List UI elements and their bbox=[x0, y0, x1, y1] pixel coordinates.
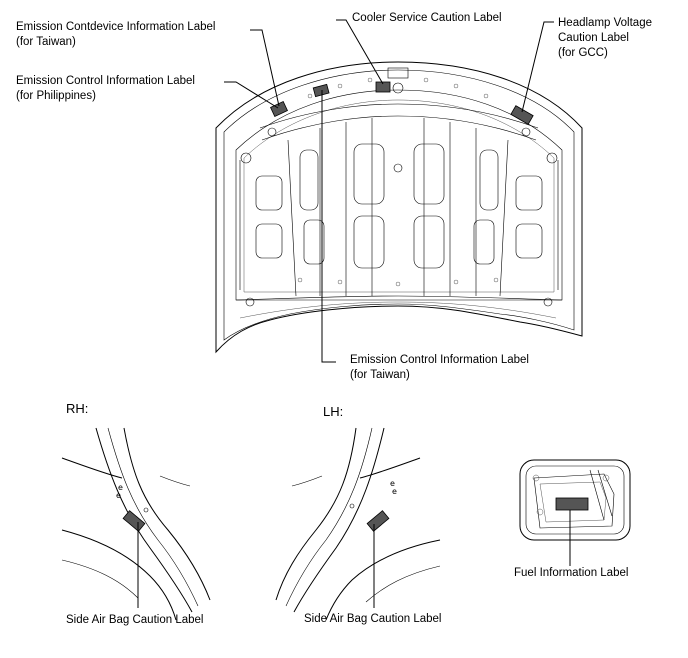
taiwan-leader bbox=[321, 90, 336, 363]
fuel-label-callout: Fuel Information Label bbox=[514, 566, 628, 581]
lh-airbag-label-callout: Side Air Bag Caution Label bbox=[304, 612, 441, 627]
rh-section-title: RH: bbox=[66, 401, 89, 416]
fuel-door-drawing bbox=[519, 459, 631, 541]
fuel-label-line1: Fuel Information Label bbox=[514, 567, 629, 579]
contdevice-label-line1: Emission Contdevice Information Label bbox=[16, 21, 216, 33]
lh-airbag-sticker bbox=[366, 510, 390, 532]
headlamp-label-line2: Caution Label bbox=[558, 32, 629, 44]
lh-airbag-label-line1: Side Air Bag Caution Label bbox=[304, 613, 442, 625]
rh-airbag-label-line1: Side Air Bag Caution Label bbox=[66, 614, 204, 626]
contdevice-label-sticker bbox=[270, 100, 288, 118]
taiwan-label-callout: Emission Control Information Label (for … bbox=[350, 353, 529, 383]
headlamp-label-sticker bbox=[510, 105, 534, 125]
svg-text:e: e bbox=[390, 479, 395, 488]
taiwan-label-line1: Emission Control Information Label bbox=[350, 354, 529, 366]
svg-text:e: e bbox=[116, 491, 121, 500]
taiwan-label-line2: (for Taiwan) bbox=[350, 369, 410, 381]
headlamp-label-line3: (for GCC) bbox=[558, 47, 608, 59]
contdevice-label-line2: (for Taiwan) bbox=[16, 36, 76, 48]
rh-drawing: e e bbox=[61, 427, 211, 621]
headlamp-label-callout: Headlamp Voltage Caution Label (for GCC) bbox=[558, 16, 652, 61]
contdevice-leader bbox=[250, 29, 280, 107]
contdevice-label-callout: Emission Contdevice Information Label (f… bbox=[16, 20, 215, 50]
hood-drawing bbox=[215, 61, 583, 354]
philippines-leader bbox=[224, 81, 279, 109]
fuel-label-sticker bbox=[555, 497, 589, 511]
cooler-label-line1: Cooler Service Caution Label bbox=[352, 12, 502, 24]
philippines-label-callout: Emission Control Information Label (for … bbox=[16, 74, 195, 104]
svg-text:e: e bbox=[392, 487, 397, 496]
philippines-label-line2: (for Philippines) bbox=[16, 90, 96, 102]
rh-airbag-sticker bbox=[122, 510, 146, 532]
svg-text:e: e bbox=[118, 483, 123, 492]
lh-drawing: e e bbox=[275, 427, 441, 621]
rh-airbag-label-callout: Side Air Bag Caution Label bbox=[66, 613, 203, 628]
philippines-label-line1: Emission Control Information Label bbox=[16, 75, 195, 87]
cooler-leader bbox=[336, 19, 384, 85]
headlamp-label-line1: Headlamp Voltage bbox=[558, 17, 652, 29]
cooler-label-sticker bbox=[375, 81, 391, 93]
cooler-label-callout: Cooler Service Caution Label bbox=[352, 11, 502, 26]
philippines-label-sticker bbox=[312, 83, 330, 98]
headlamp-leader bbox=[521, 21, 554, 113]
lh-section-title: LH: bbox=[323, 404, 344, 419]
